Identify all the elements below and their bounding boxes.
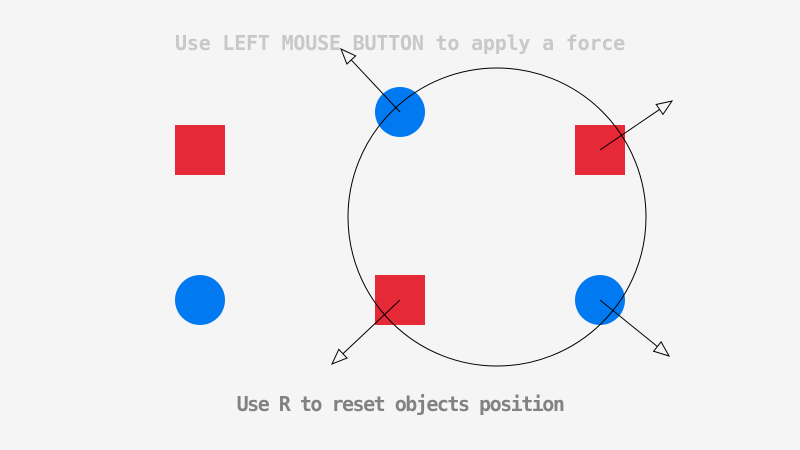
force-arrow-head [340,48,357,65]
force-arrow-3 [331,299,401,365]
force-arrow-shaft [599,109,660,151]
force-arrow-head [652,341,671,357]
boundary-circle [347,67,647,367]
force-arrow-shaft [599,299,658,347]
force-arrow-head [331,348,348,365]
force-arrow-4 [599,299,671,357]
force-arrow-shaft [350,59,401,113]
instruction-top-text: Use LEFT MOUSE BUTTON to apply a force [175,31,625,55]
blue-circle-left[interactable] [175,275,225,325]
force-arrow-head [655,100,674,116]
force-arrow-shaft [342,299,401,355]
red-square-left[interactable] [175,125,225,175]
force-arrow-1 [340,48,401,113]
force-arrow-2 [599,100,674,151]
instruction-bottom-text: Use R to reset objects position [236,392,565,416]
